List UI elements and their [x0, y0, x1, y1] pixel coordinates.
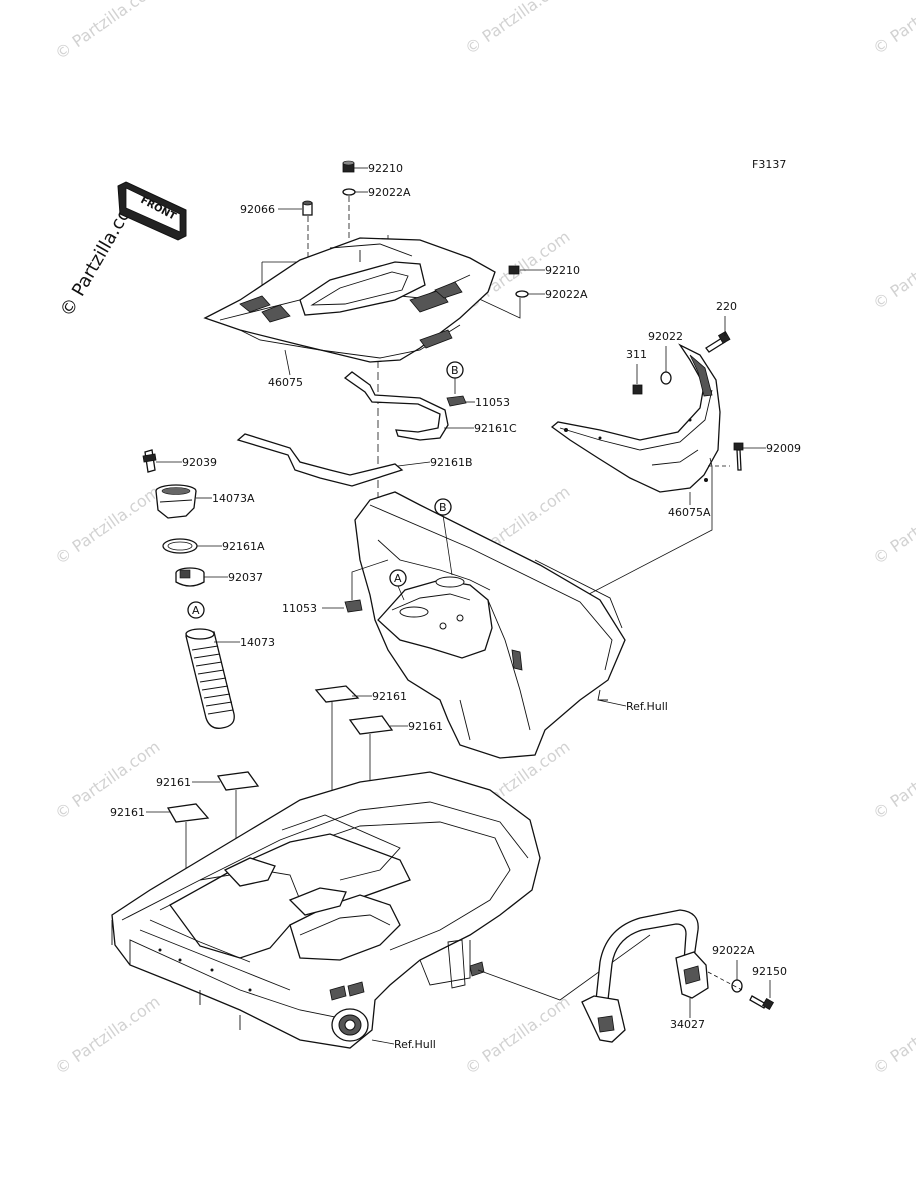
- part-label-92009: 92009: [766, 442, 801, 455]
- pad-92161-2: [348, 715, 394, 735]
- watermark-text: © Partzilla.com: [461, 992, 573, 1078]
- marker-a-label: A: [394, 572, 402, 585]
- part-label-14073A: 14073A: [212, 492, 255, 505]
- part-label-92210-top: 92210: [368, 162, 403, 175]
- marker-b-upper: B: [446, 361, 464, 379]
- clip-11053-upper: [446, 395, 467, 407]
- marker-a-label: A: [192, 604, 200, 617]
- part-label-92161C: 92161C: [474, 422, 517, 435]
- ref-hull-label-lower: Ref.Hull: [394, 1038, 436, 1051]
- part-label-14073: 14073: [240, 636, 275, 649]
- pad-92161-4: [166, 803, 210, 823]
- part-label-92022A-right: 92022A: [545, 288, 588, 301]
- grab-handle-34027: [581, 909, 709, 1043]
- filler-neck-14073A: [155, 484, 197, 519]
- nut-92210-top: [342, 160, 355, 173]
- part-label-34027: 34027: [670, 1018, 705, 1031]
- watermark-text: © Partzilla.com: [869, 992, 916, 1078]
- part-label-92066: 92066: [240, 203, 275, 216]
- gasket-92161B: [236, 433, 404, 487]
- watermark-text: © Partzilla.com: [869, 737, 916, 823]
- watermark-text: © Partzilla.com: [869, 0, 916, 58]
- watermark-text: © Partzilla.com: [51, 737, 163, 823]
- bolt-220: [705, 330, 731, 353]
- part-label-92039: 92039: [182, 456, 217, 469]
- part-label-92161-3: 92161: [156, 776, 191, 789]
- nut-311: [632, 384, 643, 395]
- part-label-92210-right: 92210: [545, 264, 580, 277]
- marker-b-label: B: [451, 364, 459, 377]
- nut-92210-right: [508, 265, 520, 275]
- part-label-92037: 92037: [228, 571, 263, 584]
- hull-lower-section: [111, 771, 541, 1049]
- washer-92022A-top: [342, 188, 356, 196]
- watermark-text: © Partzilla.com: [461, 0, 573, 58]
- part-label-92161-1: 92161: [372, 690, 407, 703]
- marker-a-hose: A: [187, 601, 205, 619]
- bolt-92009: [733, 442, 744, 471]
- washer-92022: [660, 371, 672, 385]
- part-label-11053-lower: 11053: [282, 602, 317, 615]
- marker-b-label: B: [439, 501, 447, 514]
- part-label-46075: 46075: [268, 376, 303, 389]
- hull-upper-section: [354, 491, 626, 759]
- deck-cover-46075: [203, 237, 496, 363]
- fitting-92039: [142, 449, 157, 473]
- part-label-92161-4: 92161: [110, 806, 145, 819]
- rear-cover-46075A: [550, 343, 721, 493]
- part-label-311: 311: [626, 348, 647, 361]
- watermark-text: © Partzilla.com: [869, 227, 916, 313]
- clip-11053-lower: [344, 599, 363, 613]
- part-label-220: 220: [716, 300, 737, 313]
- part-label-92022: 92022: [648, 330, 683, 343]
- part-label-46075A: 46075A: [668, 506, 711, 519]
- bolt-92150: [749, 995, 775, 1011]
- pad-92161-3: [216, 771, 260, 791]
- pad-92161-1: [314, 685, 360, 703]
- part-label-11053-upper: 11053: [475, 396, 510, 409]
- watermark-text: © Partzilla.com: [869, 482, 916, 568]
- front-arrow: FRONT: [117, 181, 187, 241]
- marker-a-lower: A: [389, 569, 407, 587]
- watermark-text: © Partzilla.com: [51, 0, 163, 63]
- clamp-92037: [175, 567, 205, 587]
- marker-b-lower: B: [434, 498, 452, 516]
- hose-14073: [185, 628, 235, 729]
- part-label-92022A-lower: 92022A: [712, 944, 755, 957]
- part-label-92150: 92150: [752, 965, 787, 978]
- watermark-text: © Partzilla.com: [51, 482, 163, 568]
- ref-hull-label-upper: Ref.Hull: [626, 700, 668, 713]
- grommet-92066: [302, 200, 313, 216]
- gasket-92161C: [343, 371, 449, 441]
- handle-leader: [477, 934, 651, 1001]
- washer-92022A-lower: [731, 979, 743, 993]
- watermark-text: © Partzilla.com: [51, 992, 163, 1078]
- washer-92022A-right: [515, 290, 529, 298]
- part-label-92161-2: 92161: [408, 720, 443, 733]
- part-label-92161A: 92161A: [222, 540, 265, 553]
- rear-cover-leader: [519, 457, 713, 631]
- part-label-92022A-top: 92022A: [368, 186, 411, 199]
- part-label-92161B: 92161B: [430, 456, 473, 469]
- figure-code: F3137: [752, 158, 786, 171]
